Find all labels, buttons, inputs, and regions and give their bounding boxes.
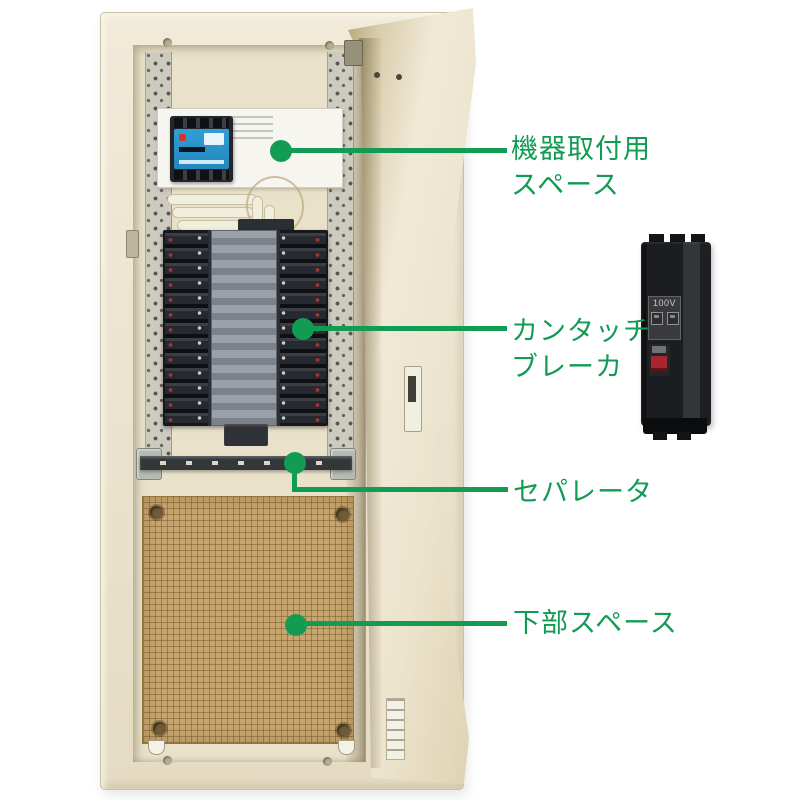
lower-space-board <box>142 496 354 744</box>
board-screw <box>337 724 350 737</box>
callout-label-kantouch-breaker: カンタッチ ブレーカ <box>511 313 651 385</box>
mounting-rail-right <box>327 52 354 464</box>
breaker-rating-label <box>204 133 224 145</box>
breaker-foot <box>653 432 667 440</box>
pole-indicator <box>666 312 679 325</box>
door-spec-label <box>386 698 405 760</box>
pole-indicator <box>650 312 663 325</box>
callout-label-lower-space: 下部スペース <box>513 608 678 638</box>
callout-line-kantouch-breaker <box>303 326 507 331</box>
main-breaker-face <box>174 129 229 169</box>
breaker-terminals-bottom <box>174 170 229 180</box>
pole-indicators <box>649 312 680 325</box>
door-hinge <box>344 40 363 66</box>
label-line: カンタッチ <box>511 316 651 346</box>
separator-markings <box>160 461 336 465</box>
voltage-label: 100V <box>652 298 677 308</box>
label-line: ブレーカ <box>511 352 623 382</box>
board-screw <box>150 506 163 519</box>
breaker-face-strip <box>179 160 224 164</box>
callout-label-separator: セパレータ <box>513 477 653 507</box>
frame-screw <box>325 41 334 50</box>
wire-conduit <box>167 194 257 205</box>
hinge-screw <box>374 72 380 78</box>
array-mounting-bracket <box>224 424 268 446</box>
hinge-screw <box>396 74 402 80</box>
kantouch-breaker-product: 100V <box>641 234 711 440</box>
label-line: スペース <box>511 170 620 200</box>
callout-line-lower-space <box>296 621 507 626</box>
label-line: 機器取付用 <box>511 134 651 164</box>
board-screw <box>153 722 166 735</box>
red-switch-handle <box>651 356 667 371</box>
board-clip <box>148 740 165 755</box>
main-breaker <box>170 116 233 182</box>
breaker-foot <box>677 432 691 440</box>
breaker-handle <box>179 147 205 152</box>
wire-conduit <box>172 207 254 218</box>
breaker-indicator-dot <box>179 134 186 141</box>
board-clip <box>338 740 355 755</box>
breaker-terminals-top <box>174 118 229 128</box>
breaker-switch-recess <box>649 344 670 376</box>
callout-line-separator-vertical <box>292 462 297 492</box>
busbar <box>208 230 280 426</box>
breaker-base <box>643 418 707 434</box>
callout-label-equipment-space: 機器取付用 スペース <box>511 131 651 203</box>
frame-screw <box>163 38 172 47</box>
switch-mini-label <box>652 346 666 353</box>
callout-line-separator <box>292 487 508 492</box>
board-screw <box>336 508 349 521</box>
breaker-red-indicators <box>168 233 173 423</box>
frame-latch <box>126 230 139 258</box>
breaker-white-indicators <box>197 233 202 423</box>
breaker-rating-plate: 100V <box>648 296 681 340</box>
frame-screw <box>163 756 172 765</box>
callout-line-equipment-space <box>281 148 507 153</box>
breaker-white-indicators <box>281 233 286 423</box>
frame-screw <box>323 757 332 766</box>
door-latch-slot <box>408 376 416 402</box>
panel-print-lines <box>227 116 273 142</box>
array-top-connector <box>238 219 294 232</box>
